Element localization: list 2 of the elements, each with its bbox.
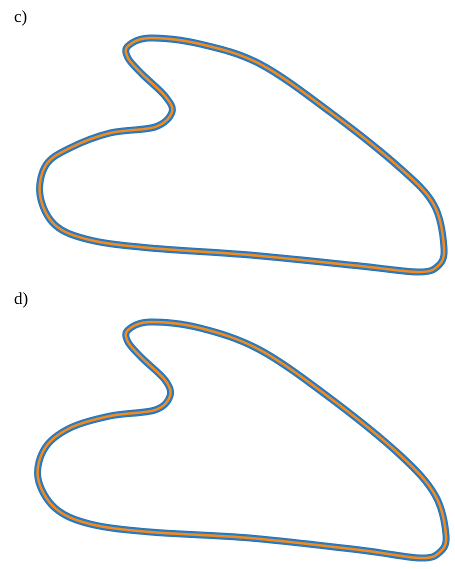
panel-label: c) xyxy=(14,8,28,25)
panel-label: d) xyxy=(14,290,28,307)
